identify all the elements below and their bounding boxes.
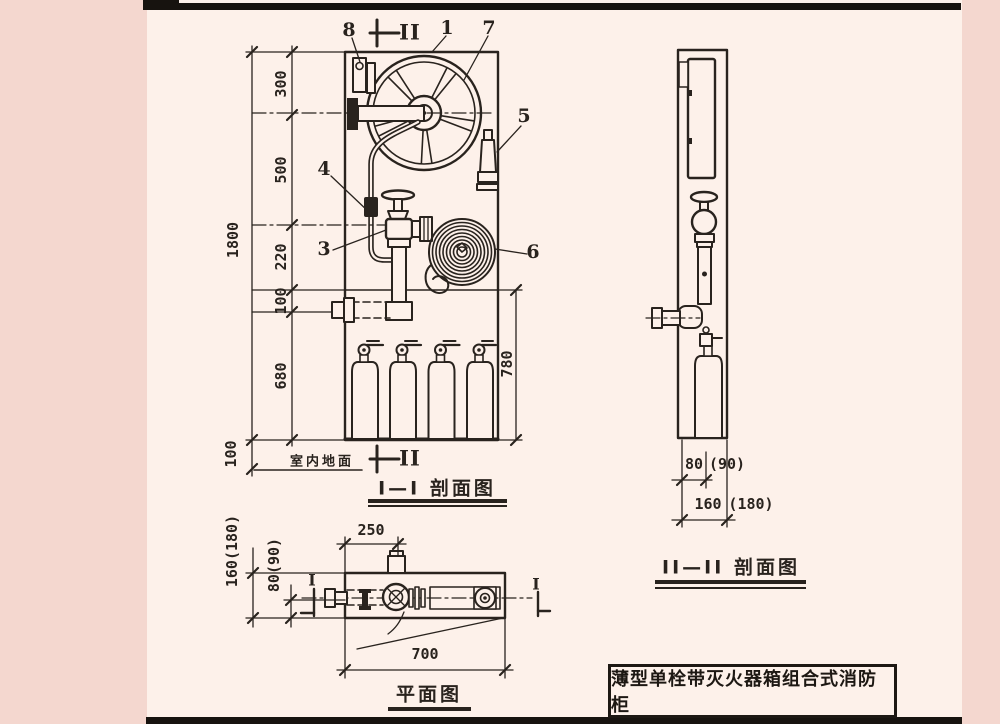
front-dimension-lines xyxy=(245,45,523,477)
dim-seg-220: 220 xyxy=(272,243,290,271)
dim-seg-100: 100 xyxy=(272,287,290,315)
dim-seg-500: 500 xyxy=(272,156,290,184)
bottom-border-line xyxy=(146,717,962,724)
branch-pipe-dashed xyxy=(331,297,391,323)
dim-seg-680: 680 xyxy=(272,362,290,390)
part-label-4: 4 xyxy=(317,158,331,180)
dim-side-160: 160 xyxy=(694,495,722,513)
paper-area xyxy=(147,0,962,724)
side-dimension-lines xyxy=(671,439,736,528)
part-label-5: 5 xyxy=(517,105,531,127)
dim-plan-front: 80(90) xyxy=(265,537,283,593)
front-caption-underline-thin xyxy=(368,505,507,507)
top-border-stub xyxy=(143,0,179,3)
dim-inner-780: 780 xyxy=(498,350,516,378)
part-label-1: 1 xyxy=(440,17,454,39)
part-label-8: 8 xyxy=(342,19,356,41)
floor-level-label: 室内地面 xyxy=(289,454,355,470)
nozzle-front xyxy=(476,129,499,191)
reel-bracket xyxy=(347,57,425,130)
section-mark-bottom: II xyxy=(399,445,421,471)
front-section-marks xyxy=(368,18,401,474)
part-label-3: 3 xyxy=(317,238,331,260)
dim-base-100: 100 xyxy=(222,440,240,468)
dim-side-90: (90) xyxy=(708,455,746,473)
front-caption-underline xyxy=(368,499,507,503)
fire-extinguisher-side xyxy=(694,326,723,439)
drawing-title: 薄型单栓带灭火器箱组合式消防柜 xyxy=(611,669,877,716)
dim-plan-700: 700 xyxy=(411,645,439,663)
plan-section-flags xyxy=(299,587,552,618)
plan-caption-underline xyxy=(388,707,471,711)
hose-coil xyxy=(424,218,496,294)
dim-plan-250: 250 xyxy=(357,521,385,539)
dim-side-80: 80 xyxy=(684,455,704,473)
front-leader-lines xyxy=(330,35,528,255)
reel-hose-pipe xyxy=(364,119,421,263)
side-view-caption: II—II 剖面图 xyxy=(662,556,800,579)
part-label-7: 7 xyxy=(482,17,496,39)
plan-dimension-lines xyxy=(245,536,514,679)
dim-plan-depth: 160(180) xyxy=(223,514,241,588)
dim-seg-300: 300 xyxy=(272,70,290,98)
fire-extinguishers-front xyxy=(351,340,498,440)
front-view-caption: I—I 剖面图 xyxy=(378,477,496,500)
plan-view xyxy=(301,550,533,650)
plan-view-caption: 平面图 xyxy=(395,683,463,706)
part-label-6: 6 xyxy=(526,241,540,263)
top-border-line xyxy=(143,3,961,10)
side-caption-underline-thin xyxy=(655,587,806,589)
dim-overall-1800: 1800 xyxy=(224,221,242,259)
title-block: 薄型单栓带灭火器箱组合式消防柜 xyxy=(608,664,897,718)
hydrant-valve-side xyxy=(645,190,719,329)
plan-flag-right: I xyxy=(532,574,540,594)
hydrant-valve-front xyxy=(251,189,433,321)
plan-flag-left: I xyxy=(308,570,316,590)
dim-side-180: (180) xyxy=(728,495,774,513)
side-caption-underline xyxy=(655,580,806,584)
section-mark-top: II xyxy=(399,19,421,45)
